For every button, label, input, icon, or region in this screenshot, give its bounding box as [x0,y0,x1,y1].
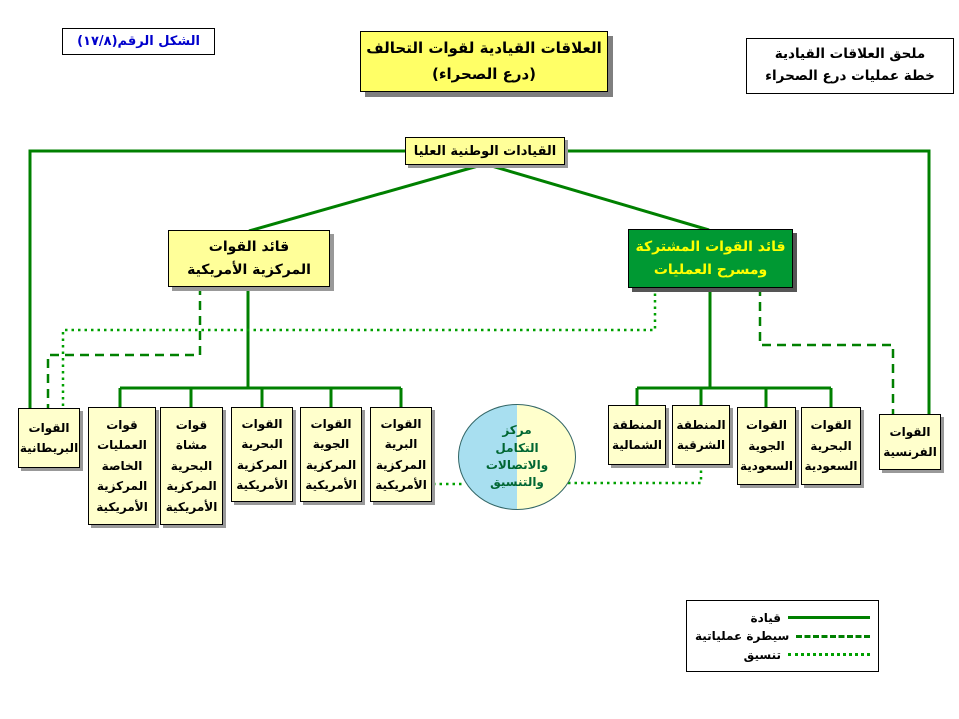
command-line-national-to-us-commander [248,162,486,233]
opcon-line-joint-to-french [758,287,895,416]
node-us-special-operations-forces: قوات العمليات الخاصة المركزية الأمريكية [88,407,156,525]
node-us-naval-forces: القوات البحرية المركزية الأمريكية [231,407,293,502]
node-us-ground-forces: القوات البرية المركزية الأمريكية [370,407,432,502]
legend-dashed-line-sample [796,634,870,638]
node-us-central-commander: قائد القوات المركزية الأمريكية [168,230,330,287]
command-lines-us-subordinates [118,286,403,409]
legend: قيادة سيطرة عملياتية تنسيق [686,600,879,672]
legend-label-coordination: تنسيق [743,647,781,662]
node-saudi-air-forces: القوات الجوية السعودية [737,407,796,485]
node-northern-area: المنطقة الشمالية [608,405,666,465]
node-british-forces: القوات البريطانية [18,408,80,468]
legend-dotted-line-sample [788,653,870,656]
node-eastern-area: المنطقة الشرقية [672,405,730,465]
legend-row-command: قيادة [695,611,870,625]
legend-label-operational-control: سيطرة عملياتية [695,629,790,643]
coordination-line-joint-to-british [61,287,657,410]
legend-row-coordination: تنسيق [695,648,870,662]
node-saudi-naval-forces: القوات البحرية السعودية [801,407,861,485]
command-line-national-to-british [28,149,406,409]
command-lines-joint-subordinates [635,287,833,409]
legend-row-operational-control: سيطرة عملياتية [695,629,870,643]
command-line-national-to-french [564,149,931,415]
command-line-national-to-joint-commander [484,162,710,232]
node-national-supreme-commands: القيادات الوطنية العليا [405,137,565,165]
node-us-air-forces: القوات الجوية المركزية الأمريكية [300,407,362,502]
legend-label-command: قيادة [750,610,781,625]
annex-note: ملحق العلاقات القيادية خطة عمليات درع ال… [746,38,954,94]
node-french-forces: القوات الفرنسية [879,414,941,470]
opcon-line-us-to-british [46,286,202,410]
coordination-line-center-to-eastern [568,464,703,485]
node-integration-communications-coordination-center: مركز التكامل والاتصالات والتنسيق [458,404,576,510]
figure-number-label: الشكل الرقم(١٧/٨) [62,28,215,55]
node-joint-forces-commander: قائد القوات المشتركة ومسرح العمليات [628,229,793,288]
legend-solid-line-sample [788,616,870,619]
diagram-title: العلاقات القيادية لقوات التحالف (درع الص… [360,31,608,92]
node-us-marine-forces: قوات مشاة البحرية المركزية الأمريكية [160,407,223,525]
